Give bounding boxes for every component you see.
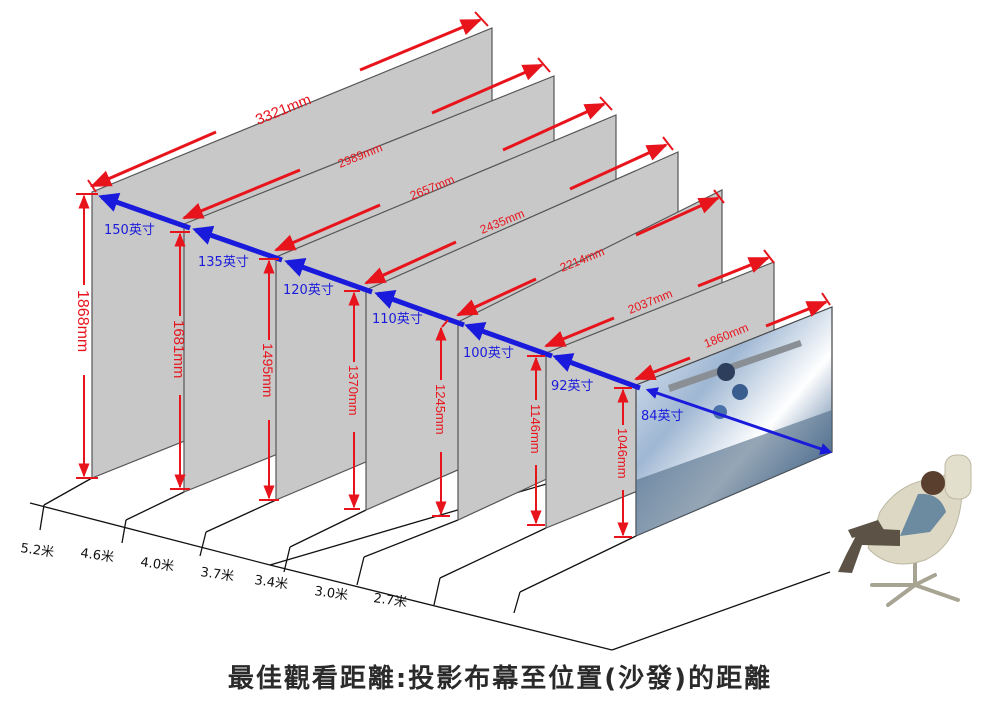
size-label-84: 84英寸 (641, 409, 684, 424)
distance-label-2-7: 2.7米 (372, 591, 407, 611)
height-dimensions (76, 193, 632, 538)
height-label-100: 1245mm (433, 384, 448, 435)
size-label-150: 150英寸 (104, 223, 155, 238)
distance-label-3-4: 3.4米 (253, 573, 288, 593)
distance-label-4-0: 4.0米 (139, 555, 174, 575)
size-label-92: 92英寸 (551, 379, 594, 394)
diagram-caption: 最佳觀看距離:投影布幕至位置(沙發)的距離 (227, 664, 773, 694)
distance-label-3-7: 3.7米 (199, 565, 234, 585)
size-label-135: 135英寸 (198, 255, 249, 270)
size-label-120: 120英寸 (283, 283, 334, 298)
distance-labels: 5.2米 4.6米 4.0米 3.7米 3.4米 3.0米 2.7米 (19, 541, 407, 611)
height-label-150: 1868mm (74, 290, 91, 352)
chair-base (870, 553, 960, 607)
distance-label-3-0: 3.0米 (313, 584, 348, 604)
viewer-armchair-illustration (838, 454, 972, 607)
width-dimensions (87, 11, 831, 381)
size-label-110: 110英寸 (372, 312, 423, 327)
floor-grid (29, 477, 831, 651)
diagonal-arrows (98, 192, 833, 455)
skydiver-shape (717, 363, 735, 381)
size-label-100: 100英寸 (463, 346, 514, 361)
height-labels: 1868mm 1681mm 1495mm 1370mm 1245mm 1146m… (74, 290, 630, 479)
floor-to-chair-line (611, 571, 831, 651)
height-label-92: 1146mm (528, 404, 543, 454)
aircraft-wing-shape (668, 340, 802, 392)
floor-front-edge (29, 502, 613, 651)
height-label-84: 1046mm (615, 428, 630, 479)
size-labels: 150英寸 135英寸 120英寸 110英寸 100英寸 92英寸 84英寸 (104, 223, 684, 424)
height-label-120: 1495mm (260, 343, 276, 397)
height-label-110: 1370mm (346, 365, 361, 416)
height-label-135: 1681mm (170, 320, 187, 378)
viewer-torso (900, 493, 946, 536)
viewer-legs (838, 528, 900, 573)
distance-label-4-6: 4.6米 (79, 546, 114, 566)
skydiver-shape (732, 384, 748, 400)
distance-label-5-2: 5.2米 (19, 541, 54, 561)
chair-headrest (944, 454, 972, 500)
viewer-head (921, 471, 945, 495)
